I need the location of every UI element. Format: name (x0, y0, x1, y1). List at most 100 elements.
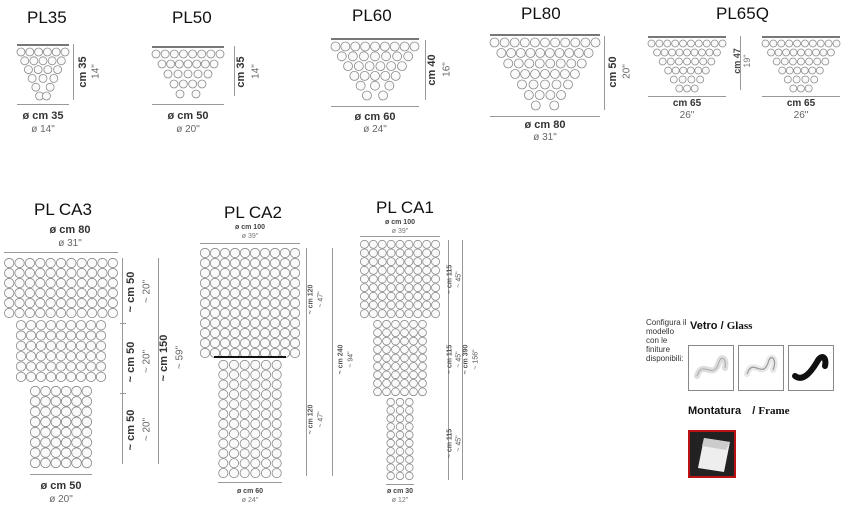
glass-disc (81, 447, 93, 458)
glass-disc (400, 362, 409, 371)
glass-disc (166, 59, 176, 69)
glass-disc (259, 287, 271, 299)
glass-disc (519, 37, 530, 48)
glass-disc (259, 337, 271, 349)
glass-disc (382, 353, 391, 363)
glass-disc (368, 274, 378, 284)
segment3-label-in-plca3: ~ 20" (141, 417, 153, 442)
glass-disc (368, 265, 378, 275)
glass-disc (239, 389, 250, 400)
glass-disc (65, 361, 77, 372)
glass-disc (386, 265, 396, 275)
frame-option-chrome[interactable] (688, 430, 736, 478)
glass-disc (812, 48, 820, 57)
glass-disc (360, 283, 369, 293)
glass-disc (24, 267, 36, 279)
glass-disc (15, 320, 27, 331)
glass-disc (71, 385, 82, 397)
glass-disc (107, 307, 118, 319)
glass-disc (239, 458, 250, 469)
glass-disc (422, 265, 432, 275)
glass-disc (42, 47, 52, 57)
glass-disc (260, 448, 272, 459)
glass-disc (405, 414, 414, 423)
glass-disc (590, 37, 601, 48)
glass-disc (66, 307, 77, 319)
glass-disc (219, 297, 231, 309)
top-diameter-label-plca2: ø cm 100 (235, 224, 265, 231)
segment1-label-in-plca2: ~ 47" (317, 291, 325, 308)
segment-line-plca2 (306, 248, 307, 476)
glass-disc (260, 418, 272, 429)
glass-title: Vetro / Glass (690, 320, 752, 332)
lamp-drawing-pl80 (489, 34, 601, 111)
glass-disc (550, 37, 560, 48)
glass-disc (260, 369, 272, 380)
glass-disc (395, 309, 405, 319)
glass-disc (359, 71, 370, 81)
width-label-in-pl65q-a: 26" (679, 110, 695, 121)
glass-option-black[interactable] (788, 345, 834, 391)
glass-disc (373, 319, 382, 329)
glass-disc (95, 330, 107, 341)
segment1-label-plca3: ~ cm 50 (125, 271, 137, 313)
glass-option-clear-white[interactable] (688, 345, 734, 391)
glass-disc (360, 248, 369, 258)
glass-disc (250, 369, 261, 380)
glass-disc (496, 48, 507, 58)
glass-disc (694, 39, 703, 48)
lamp-drawing-plca1-bottom (386, 397, 414, 481)
glass-disc (75, 361, 87, 372)
glass-disc (705, 48, 714, 57)
glass-disc (405, 397, 414, 407)
glass-disc (793, 39, 801, 48)
total-line-plca2 (332, 248, 333, 476)
glass-disc (289, 267, 301, 279)
glass-disc (50, 385, 62, 397)
glass-disc (239, 307, 251, 319)
glass-disc (25, 361, 37, 372)
glass-disc (395, 397, 405, 407)
glass-option-clear[interactable] (738, 345, 784, 391)
glass-disc (51, 47, 61, 57)
glass-disc (404, 274, 414, 284)
glass-disc (409, 319, 418, 329)
glass-disc (373, 336, 382, 346)
glass-disc (228, 409, 240, 420)
glass-disc (370, 71, 380, 81)
glass-disc (551, 79, 562, 90)
glass-disc (554, 48, 565, 58)
glass-disc (395, 265, 405, 275)
glass-disc (249, 267, 261, 279)
glass-disc (279, 277, 291, 289)
glass-disc (14, 287, 25, 299)
glass-disc (422, 248, 432, 258)
glass-disc (413, 274, 423, 284)
glass-disc (373, 328, 382, 337)
glass-disc (45, 361, 57, 372)
glass-disc (239, 418, 250, 429)
glass-disc (789, 84, 798, 93)
glass-disc (250, 428, 261, 439)
glass-disc (199, 347, 211, 359)
glass-disc (203, 69, 213, 79)
glass-disc (219, 337, 231, 349)
glass-disc (197, 49, 207, 59)
glass-disc (418, 328, 427, 337)
glass-disc (409, 379, 418, 388)
glass-disc (678, 75, 687, 84)
glass-disc (229, 337, 241, 349)
glass-disc (386, 309, 396, 319)
glass-disc (24, 65, 33, 75)
glass-disc (29, 56, 39, 66)
total-label-in-plca3: ~ 59" (174, 345, 186, 370)
glass-disc (683, 84, 691, 93)
glass-disc (510, 69, 521, 79)
glass-disc (219, 277, 231, 289)
glass-disc (35, 277, 46, 289)
glass-disc (4, 277, 15, 289)
glass-disc (60, 416, 72, 428)
glass-disc (199, 267, 211, 279)
glass-disc (769, 39, 778, 48)
glass-disc (86, 257, 98, 269)
